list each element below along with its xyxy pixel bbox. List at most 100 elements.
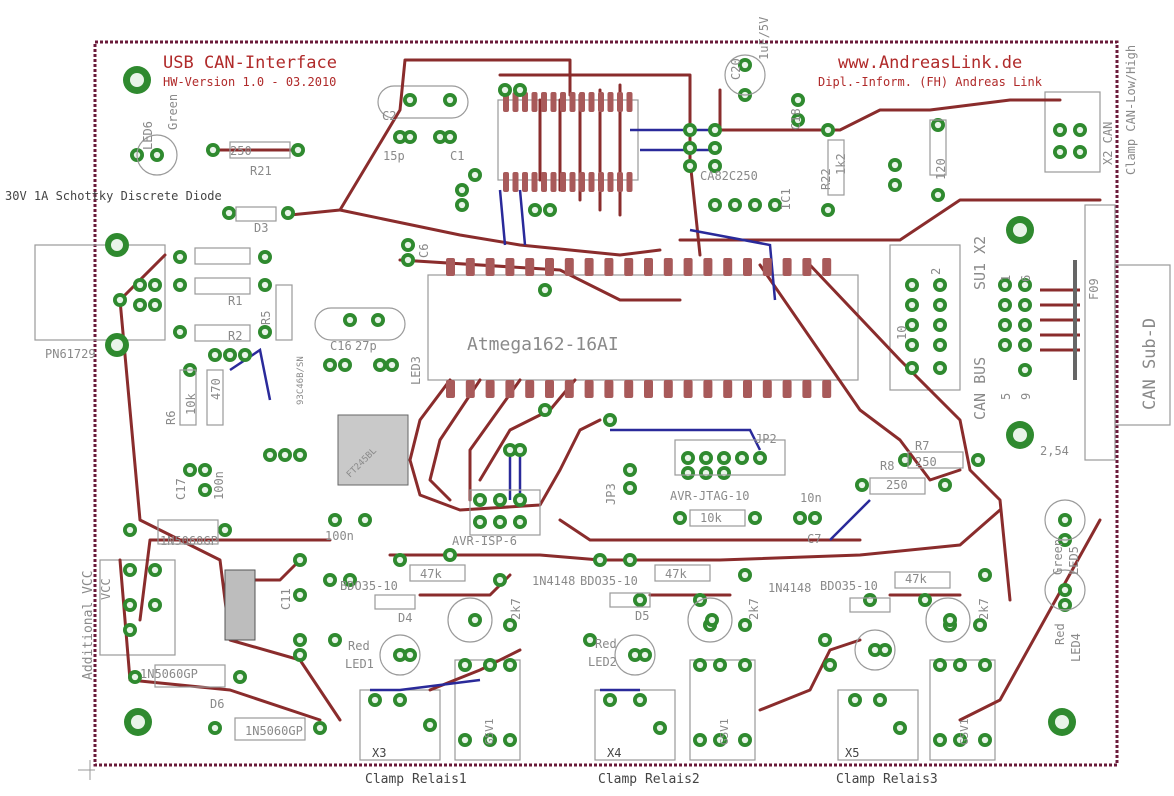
via-pad-hole: [284, 209, 292, 217]
via-pad-hole: [226, 351, 234, 359]
ic-pin-top: [522, 92, 528, 112]
ic-pin-bottom: [531, 172, 538, 192]
via-pad-hole: [211, 724, 219, 732]
via-pad-hole: [821, 636, 829, 644]
via-pad-hole: [404, 256, 412, 264]
via-pad-hole: [151, 566, 159, 574]
via-pad-hole: [294, 146, 302, 154]
via-pad-hole: [626, 466, 634, 474]
x5-label: X5: [845, 746, 859, 760]
top-traces: [118, 58, 1102, 722]
d-1n5060-bottom: 1N5060GP: [245, 724, 303, 738]
via-pad-hole: [201, 486, 209, 494]
via-pad-hole: [1001, 281, 1009, 289]
mcu-outline: [427, 274, 859, 381]
mcu-pin-bottom: [782, 380, 792, 398]
led5-color: Green: [1051, 539, 1065, 575]
mcu-pin-top: [802, 258, 812, 276]
via-pad-hole: [641, 651, 649, 659]
ftdi-chip[interactable]: [337, 414, 409, 486]
via-pad-hole: [936, 341, 944, 349]
via-pad-hole: [476, 518, 484, 526]
mcu-pin-bottom: [822, 380, 832, 398]
c18-label: C18: [789, 108, 803, 130]
via-pad-hole: [936, 321, 944, 329]
mcu-pin-top: [703, 258, 713, 276]
isp-header-outline: [469, 489, 541, 536]
via-pad-hole: [1061, 586, 1069, 594]
via-pad-hole: [461, 661, 469, 669]
ic-pin-top: [579, 92, 585, 112]
mcu-pin-bottom: [564, 380, 574, 398]
via-pad-hole: [486, 661, 494, 669]
bottom-traces: [229, 128, 871, 692]
ic-pin-bottom: [617, 172, 623, 192]
via-pad-hole: [711, 144, 719, 152]
subd-pin-1: 1: [999, 275, 1013, 282]
via-pad-hole: [946, 616, 954, 624]
mcu-pin-top: [723, 258, 733, 276]
via-pad-hole: [956, 661, 964, 669]
c20-label: C20: [729, 58, 743, 80]
r21-value: 250: [230, 144, 252, 158]
r21-label: R21: [250, 164, 272, 178]
via-pad-hole: [1021, 321, 1029, 329]
via-pad-hole: [209, 146, 217, 154]
mcu-pin-bottom: [723, 380, 733, 398]
via-pad-hole: [471, 171, 479, 179]
led6-color-label: Green: [166, 94, 180, 130]
can-bus-label: CAN BUS: [971, 357, 989, 420]
via-pad-hole: [708, 616, 716, 624]
r2-label: R2: [228, 329, 242, 343]
via-pad-hole: [936, 281, 944, 289]
via-pad-hole: [211, 351, 219, 359]
via-pad-hole: [531, 206, 539, 214]
via-pad-hole: [266, 451, 274, 459]
via-pad-hole: [720, 454, 728, 462]
c2-value: 15p: [383, 149, 405, 163]
pitch-label: 2,54: [1040, 444, 1069, 458]
c16-label: C16: [330, 339, 352, 353]
ic-pin-bottom: [560, 172, 566, 192]
via-pad-hole: [331, 516, 339, 524]
via-pad-hole: [1061, 601, 1069, 609]
via-pad-hole: [731, 201, 739, 209]
sub-d-outline: [1084, 204, 1116, 461]
via-pad-hole: [546, 206, 554, 214]
mcu-pin-top: [505, 258, 515, 276]
ic-pin-bottom: [541, 172, 547, 192]
via-pad-hole: [388, 361, 396, 369]
via-pad-hole: [631, 651, 639, 659]
bdo-3: BDO35-10: [820, 579, 878, 593]
d-1n5060-mid: 1N5060GP: [140, 667, 198, 681]
g5v1-2: G5V1: [718, 719, 731, 746]
usb-connector-outline: [34, 244, 166, 341]
via-pad-hole: [221, 526, 229, 534]
ic-pin-bottom: [598, 172, 604, 192]
c20-value-label: 1uF/5V: [757, 17, 771, 60]
via-pad-hole: [404, 241, 412, 249]
mcu-pin-top: [584, 258, 594, 276]
x4-label: X4: [607, 746, 621, 760]
ic-pin-top: [541, 92, 547, 112]
via-pad-hole: [506, 736, 514, 744]
sub-d-body-outline: [1114, 264, 1171, 426]
ic-pin-bottom: [550, 172, 557, 192]
mcu-pin-top: [782, 258, 792, 276]
via-pad-hole: [406, 96, 414, 104]
mcu-pin-top: [822, 258, 832, 276]
via-pad-hole: [794, 96, 802, 104]
via-pad-hole: [371, 696, 379, 704]
via-pad-hole: [908, 364, 916, 372]
via-pad-hole: [506, 446, 514, 454]
d6-label: D6: [210, 697, 224, 711]
d5-label: D5: [635, 609, 649, 623]
mounting-holes: [105, 66, 1076, 736]
via-pad-hole: [406, 651, 414, 659]
relay-x5-outline: [837, 689, 919, 761]
via-pad-hole: [446, 133, 454, 141]
mcu-pin-bottom: [505, 380, 515, 398]
subd-pin-5: 5: [999, 393, 1013, 400]
via-pad-hole: [908, 301, 916, 309]
